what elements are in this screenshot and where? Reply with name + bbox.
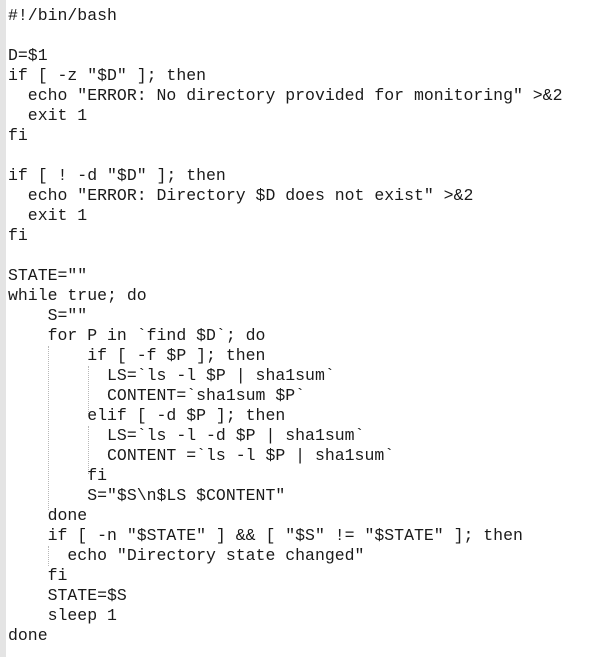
code-line: exit 1 [8, 106, 88, 125]
code-line: done [8, 626, 48, 645]
code-line: done [8, 506, 88, 525]
code-line: fi [8, 126, 28, 145]
code-line [8, 26, 563, 46]
code-line: LS=`ls -l -d $P | sha1sum` [8, 426, 365, 445]
code-line: #!/bin/bash [8, 6, 117, 25]
code-line: S="$S\n$LS $CONTENT" [8, 486, 286, 505]
indent-guide [88, 426, 89, 474]
indent-guide [88, 366, 89, 414]
code-line: if [ -z "$D" ]; then [8, 66, 207, 85]
code-line: if [ -n "$STATE" ] && [ "$S" != "$STATE"… [8, 526, 523, 545]
code-line: exit 1 [8, 206, 88, 225]
code-line: echo "ERROR: No directory provided for m… [8, 86, 563, 105]
code-line: elif [ -d $P ]; then [8, 406, 286, 425]
code-line [8, 146, 563, 166]
code-line: LS=`ls -l $P | sha1sum` [8, 366, 335, 385]
code-line: STATE="" [8, 266, 88, 285]
indent-guide [48, 346, 49, 510]
code-line: STATE=$S [8, 586, 127, 605]
code-line: while true; do [8, 286, 147, 305]
code-line: sleep 1 [8, 606, 117, 625]
code-line: echo "Directory state changed" [8, 546, 365, 565]
code-line: if [ -f $P ]; then [8, 346, 266, 365]
code-line: fi [8, 566, 68, 585]
editor-gutter [0, 0, 6, 657]
code-line: CONTENT=`sha1sum $P` [8, 386, 306, 405]
code-line: CONTENT =`ls -l $P | sha1sum` [8, 446, 395, 465]
indent-guide [48, 546, 49, 566]
code-line [8, 246, 563, 266]
code-line: echo "ERROR: Directory $D does not exist… [8, 186, 474, 205]
code-line: S="" [8, 306, 88, 325]
code-line: fi [8, 466, 108, 485]
code-line: if [ ! -d "$D" ]; then [8, 166, 226, 185]
code-line: fi [8, 226, 28, 245]
code-line: D=$1 [8, 46, 48, 65]
code-line: for P in `find $D`; do [8, 326, 266, 345]
